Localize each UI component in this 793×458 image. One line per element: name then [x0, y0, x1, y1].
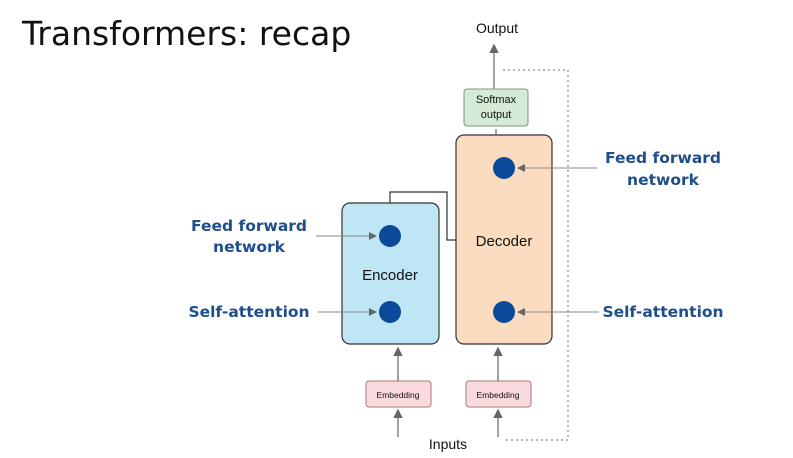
- softmax-box: Softmax output: [463, 88, 529, 127]
- decoder-self-attention-node: [493, 301, 515, 323]
- right-ffn-annotation-line2: network: [627, 171, 700, 189]
- right-self-attention-annotation: Self-attention: [602, 303, 723, 321]
- left-ffn-annotation-line1: Feed forward: [191, 217, 307, 235]
- encoder-self-attention-node: [379, 301, 401, 323]
- softmax-line2: output: [481, 109, 512, 121]
- encoder-embedding-box: Embedding: [365, 380, 432, 408]
- decoder-label: Decoder: [476, 233, 533, 250]
- decoder-ffn-node: [493, 157, 515, 179]
- slide-title: Transformers: recap: [22, 14, 352, 53]
- left-ffn-annotation-line2: network: [213, 238, 286, 256]
- decoder-embedding-box: Embedding: [465, 380, 532, 408]
- left-self-attention-annotation: Self-attention: [188, 303, 309, 321]
- encoder-ffn-node: [379, 225, 401, 247]
- output-label: Output: [476, 20, 518, 36]
- inputs-label: Inputs: [429, 436, 467, 452]
- feedback-dotted-line: [503, 69, 569, 441]
- decoder-embedding-label: Embedding: [476, 390, 519, 400]
- encoder-label: Encoder: [362, 267, 418, 284]
- softmax-line1: Softmax: [476, 94, 517, 106]
- encoder-to-decoder-connector: [389, 191, 456, 241]
- encoder-embedding-label: Embedding: [376, 390, 419, 400]
- right-ffn-annotation-line1: Feed forward: [605, 149, 721, 167]
- encoder-box: Encoder: [341, 202, 440, 345]
